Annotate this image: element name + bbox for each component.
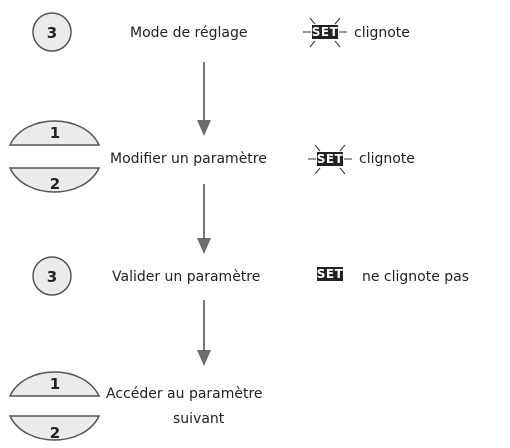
key-1-button[interactable]: 1 xyxy=(8,371,101,397)
set-badge-text: SET xyxy=(317,152,344,166)
step-3-label: Valider un paramètre xyxy=(112,269,260,285)
flow-arrow-1 xyxy=(197,62,211,136)
set-blinking-icon: SET xyxy=(303,17,347,48)
key-1-shape xyxy=(8,371,101,397)
step-1-label: Mode de réglage xyxy=(130,25,247,41)
set-blinking-icon: SET xyxy=(308,144,352,175)
step-4-label-line2: suivant xyxy=(173,411,225,427)
key-3-label: 3 xyxy=(47,24,57,42)
key-3-button[interactable]: 3 xyxy=(32,12,72,52)
set-steady-icon: SET xyxy=(317,267,344,281)
key-1-label: 1 xyxy=(50,124,60,142)
key-2-button[interactable]: 2 xyxy=(8,167,101,193)
key-2-label: 2 xyxy=(50,175,60,193)
key-3-shape xyxy=(32,12,72,52)
key-2-shape xyxy=(8,167,101,193)
step-2-status: clignote xyxy=(359,151,415,167)
step-modifier-parametre: 1 2 Modifier un paramètre SET clignote xyxy=(8,120,415,193)
key-3-shape xyxy=(32,256,72,296)
flow-arrow-2 xyxy=(197,184,211,254)
step-parametre-suivant: 1 2 Accéder au paramètre suivant xyxy=(8,371,263,442)
key-3-button[interactable]: 3 xyxy=(32,256,72,296)
key-2-shape xyxy=(8,415,101,441)
step-3-status: ne clignote pas xyxy=(362,269,469,285)
key-3-label: 3 xyxy=(47,268,57,286)
flow-arrow-3 xyxy=(197,300,211,366)
key-2-label: 2 xyxy=(50,424,60,442)
step-4-label-line1: Accéder au paramètre xyxy=(106,386,263,402)
key-2-button[interactable]: 2 xyxy=(8,415,101,442)
set-badge-text: SET xyxy=(317,267,344,281)
step-mode-reglage: 3 Mode de réglage SET clignote xyxy=(32,12,410,52)
step-2-label: Modifier un paramètre xyxy=(110,151,267,167)
key-1-shape xyxy=(8,120,101,146)
step-valider-parametre: 3 Valider un paramètre SET ne clignote p… xyxy=(32,256,469,296)
key-1-button[interactable]: 1 xyxy=(8,120,101,146)
set-badge-text: SET xyxy=(312,25,339,39)
key-1-label: 1 xyxy=(50,375,60,393)
step-1-status: clignote xyxy=(354,25,410,41)
